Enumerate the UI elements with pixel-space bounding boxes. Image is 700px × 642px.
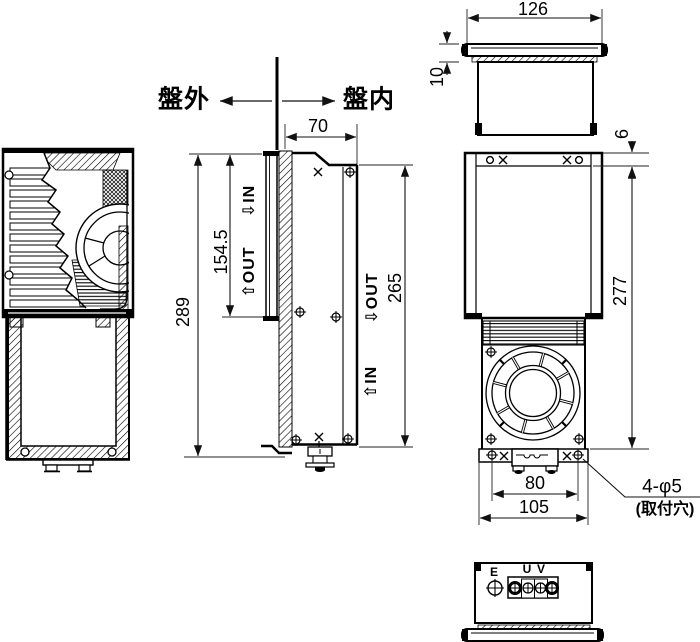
dim-70 [284,124,358,167]
terminal-e-label: E [489,565,499,579]
dim-80-text: 80 [524,473,546,493]
terminal-u-label: U [522,562,532,576]
power-terminal-block [507,576,559,599]
dim-6-text: 6 [612,128,632,140]
fan-guard [485,345,581,441]
hole-leader-line [582,458,700,498]
top-flange [461,43,608,57]
dim-154-5 [222,154,263,318]
wall-section-hatch [278,150,293,448]
dim-154-5-text: 154.5 [211,229,231,275]
top-body [477,61,594,136]
dim-277 [590,167,649,450]
rear-fins [482,320,585,346]
rear-view [463,141,700,525]
earth-screw [486,579,504,597]
front-louver-cover [1,147,135,328]
dim-126-text: 126 [517,0,549,19]
terminal-v-label: V [536,562,546,576]
front-cutaway-view [1,147,135,473]
rear-body [481,318,586,449]
rear-terminal-block [511,448,559,474]
bottom-flange [461,628,604,642]
louver-plate [265,154,278,318]
dim-126 [466,9,603,43]
dim-265 [359,164,413,448]
dim-70-text: 70 [307,116,329,136]
dim-289-text: 289 [173,296,193,328]
flow-outside-in-label: ⇩IN [241,184,258,218]
mounting-hole-label: 4-φ5 [642,476,682,498]
rear-cover [463,151,604,320]
dim-105-text: 105 [518,497,550,517]
terminal-screws [508,581,559,595]
dim-10 [439,31,459,75]
side-view [184,57,413,472]
panel-inside-label: 盤内 [342,85,396,114]
dim-265-text: 265 [385,272,405,304]
corner-hole [20,447,30,457]
top-view [439,9,608,136]
dim-10-text: 10 [427,66,447,88]
side-body [289,151,359,447]
mounting-hole-note: (取付穴) [635,501,695,518]
side-terminal-block [305,446,335,472]
panel-outside-label: 盤外 [157,85,211,114]
break-line [40,152,87,309]
flow-outside-out-label: ⇧OUT [241,246,258,298]
flow-inside-in-label: ⇧IN [363,365,380,399]
front-lower-box [5,316,130,473]
dim-105 [478,461,589,525]
flow-inside-out-label: ⇩OUT [364,272,381,324]
bottom-view [461,562,604,642]
section-hatch [43,152,121,171]
corner-hole [107,447,117,457]
dim-80 [491,461,579,501]
dim-277-text: 277 [610,275,630,307]
dim-289 [184,153,285,458]
